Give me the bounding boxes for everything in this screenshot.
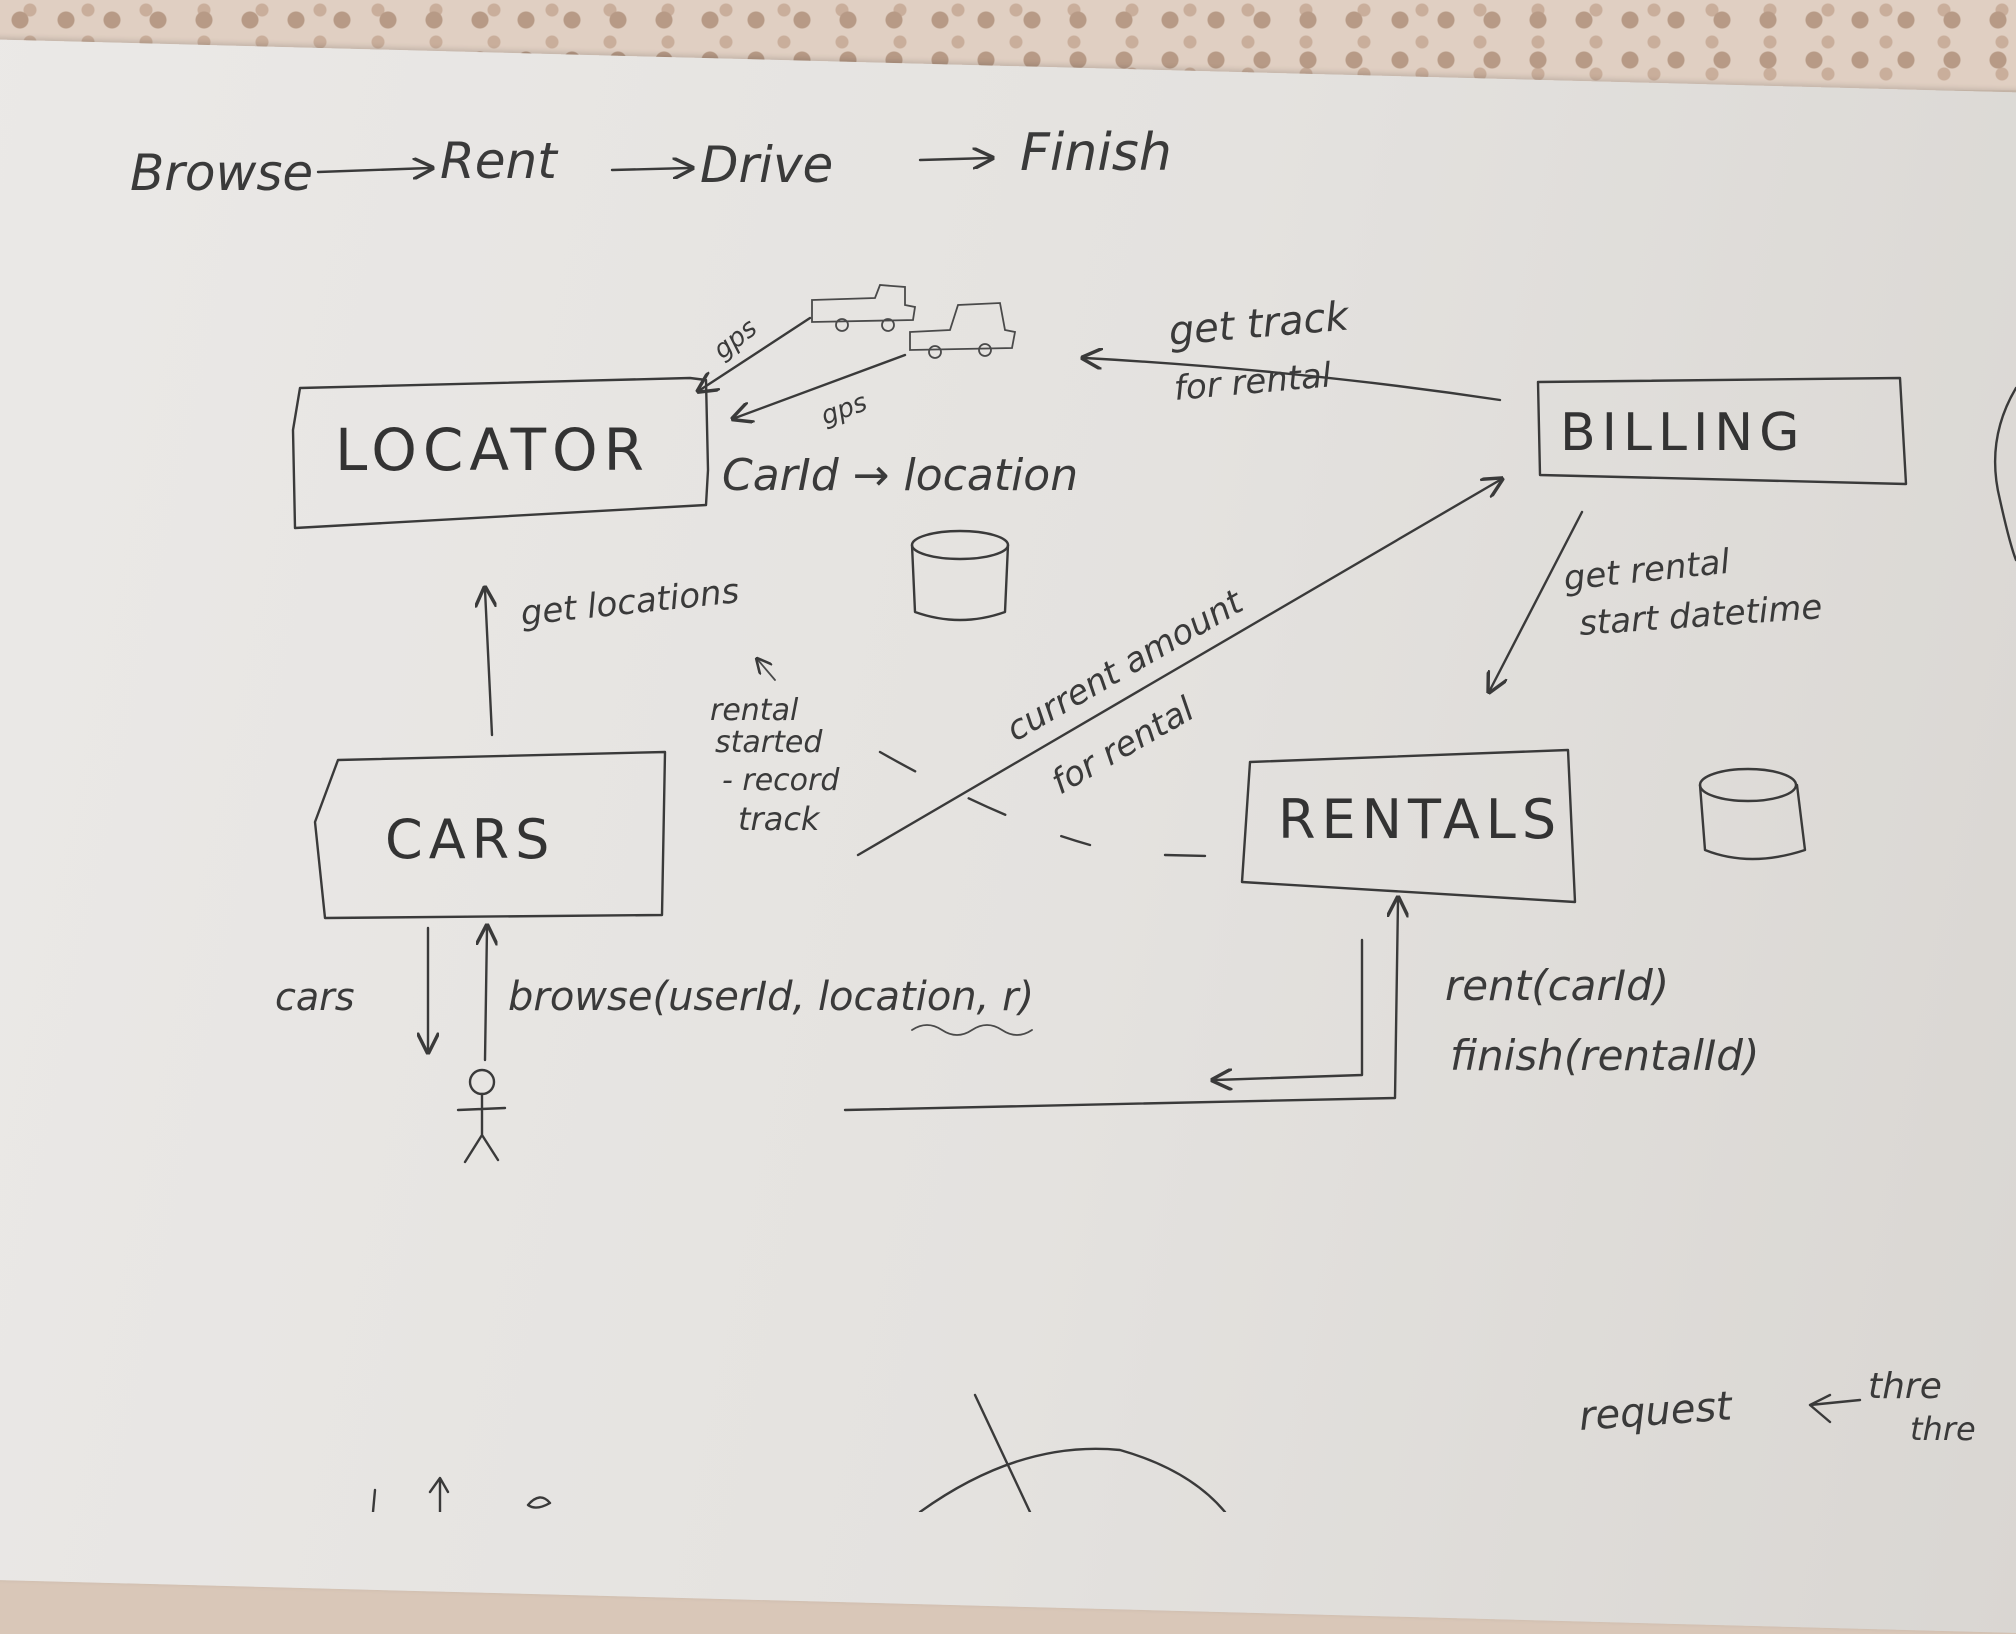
note-arrow	[1808, 1393, 1862, 1424]
rentals-box	[1240, 748, 1577, 904]
cars-component: CARS	[313, 750, 667, 920]
user-actor-icon	[456, 1068, 507, 1164]
flow-arrow-1	[316, 168, 430, 172]
truck-icon	[811, 284, 917, 323]
rent-call-label: rent(carId)	[1445, 961, 1669, 1010]
billing-label: BILLING	[1560, 403, 1805, 463]
rental-started-label-1: rental	[710, 693, 799, 728]
truck-icon	[909, 302, 1017, 351]
billing-box	[1536, 376, 1908, 486]
thr-note-2: thre	[1910, 1410, 1976, 1448]
partial-circle-shape	[918, 1447, 1227, 1512]
flow-step-drive: Drive	[700, 136, 833, 194]
get-locations-label: get locations	[519, 571, 741, 634]
partial-line-shape	[973, 1393, 1032, 1512]
rentals-database-icon	[1698, 767, 1807, 861]
cars-label: CARS	[385, 808, 555, 871]
flow-step-finish: Finish	[1020, 123, 1172, 183]
flow-step-browse: Browse	[130, 144, 313, 202]
get-track-label: get track	[1167, 293, 1352, 355]
locator-database-icon	[910, 529, 1010, 622]
rentals-label: RENTALS	[1278, 788, 1562, 851]
wheel-icon	[978, 343, 992, 357]
get-rental-label-1: get rental	[1562, 542, 1733, 599]
partial-glyph-bottom	[526, 1496, 552, 1509]
locator-label: LOCATOR	[335, 416, 650, 484]
partial-arrows-bottom	[371, 1476, 450, 1512]
gps-arrow-2	[735, 353, 907, 418]
rentals-component: RENTALS	[1240, 748, 1577, 904]
get-track-label-2: for rental	[1172, 355, 1333, 409]
cars-rentals-dashed-link	[878, 750, 1210, 858]
flow-arrow-3	[918, 158, 990, 160]
flow-row: Browse Rent Drive Finish	[130, 123, 1172, 202]
rent-response-arrow	[1215, 938, 1364, 1080]
request-note: request	[1577, 1383, 1734, 1440]
get-locations-arrow	[485, 590, 492, 737]
wheel-icon	[928, 345, 942, 359]
thr-note-1: thre	[1868, 1366, 1942, 1407]
browse-arrow	[485, 928, 487, 1062]
partial-arc-right	[1993, 386, 2016, 562]
get-rental-arrow	[1490, 510, 1584, 690]
wheel-icon	[881, 318, 895, 332]
current-amount-arrow	[856, 480, 1500, 857]
gps-arrow-1	[700, 316, 812, 390]
carid-location-label: CarId → location	[722, 450, 1078, 501]
architecture-sketch: Browse Rent Drive Finish gps gps LOCATOR…	[130, 123, 2016, 1512]
location-underline	[911, 1024, 1033, 1036]
rental-started-label-4: track	[738, 800, 821, 838]
flow-arrow-2	[610, 168, 690, 170]
get-track-arrow	[1085, 358, 1502, 402]
browse-call-label: browse(userId, location, r)	[508, 974, 1034, 1020]
cars-return-label: cars	[275, 975, 355, 1019]
rental-started-label-2: started	[715, 725, 823, 760]
billing-component: BILLING	[1536, 376, 1908, 486]
vehicle-icons	[811, 284, 1017, 359]
cars-box	[313, 750, 667, 920]
flow-step-rent: Rent	[440, 132, 559, 190]
locator-component: LOCATOR	[291, 376, 710, 530]
get-rental-label-2: start datetime	[1578, 587, 1824, 644]
gps-label-2: gps	[817, 387, 871, 431]
finish-call-label: finish(rentalId)	[1450, 1031, 1759, 1080]
rent-arrow	[843, 900, 1398, 1112]
gps-label-1: gps	[708, 313, 763, 365]
wheel-icon	[835, 318, 849, 332]
locator-box	[291, 376, 710, 530]
rental-started-arrow	[758, 660, 776, 681]
rental-started-label-3: - record	[722, 763, 840, 798]
